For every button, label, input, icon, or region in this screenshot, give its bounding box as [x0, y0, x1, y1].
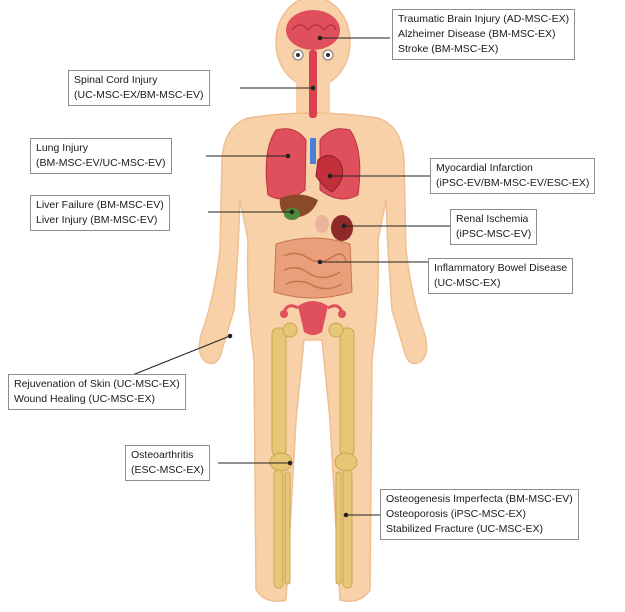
callout-heart-line-1: Myocardial Infarction — [436, 161, 589, 176]
callout-osteoarthritis-line-2: (ESC-MSC-EX) — [131, 463, 204, 478]
callout-bone-line-1: Osteogenesis Imperfecta (BM-MSC-EV) — [386, 492, 573, 507]
callout-bowel: Inflammatory Bowel Disease (UC-MSC-EX) — [428, 258, 573, 294]
callout-liver-line-2: Liver Injury (BM-MSC-EV) — [36, 213, 164, 228]
callout-lung-line-1: Lung Injury — [36, 141, 166, 156]
callout-liver-line-1: Liver Failure (BM-MSC-EV) — [36, 198, 164, 213]
callout-heart-line-2: (iPSC-EV/BM-MSC-EV/ESC-EX) — [436, 176, 589, 191]
callout-spinal-line-2: (UC-MSC-EX/BM-MSC-EV) — [74, 88, 204, 103]
callout-spinal-line-1: Spinal Cord Injury — [74, 73, 204, 88]
callout-lung-line-2: (BM-MSC-EV/UC-MSC-EV) — [36, 156, 166, 171]
callout-heart: Myocardial Infarction (iPSC-EV/BM-MSC-EV… — [430, 158, 595, 194]
callout-kidney-line-1: Renal Ischemia — [456, 212, 531, 227]
leg-bones — [270, 323, 357, 588]
callout-bone-line-2: Osteoporosis (iPSC-MSC-EX) — [386, 507, 573, 522]
intestines-organ — [274, 238, 352, 298]
callout-bone-line-3: Stabilized Fracture (UC-MSC-EX) — [386, 522, 573, 537]
callout-liver: Liver Failure (BM-MSC-EV) Liver Injury (… — [30, 195, 170, 231]
callout-kidney: Renal Ischemia (iPSC-MSC-EV) — [450, 209, 537, 245]
callout-kidney-line-2: (iPSC-MSC-EV) — [456, 227, 531, 242]
callout-skin: Rejuvenation of Skin (UC-MSC-EX) Wound H… — [8, 374, 186, 410]
spinal-cord — [309, 50, 317, 118]
callout-osteoarthritis-line-1: Osteoarthritis — [131, 448, 204, 463]
callout-skin-line-2: Wound Healing (UC-MSC-EX) — [14, 392, 180, 407]
callout-brain-line-3: Stroke (BM-MSC-EX) — [398, 42, 569, 57]
callout-osteoarthritis: Osteoarthritis (ESC-MSC-EX) — [125, 445, 210, 481]
callout-bone: Osteogenesis Imperfecta (BM-MSC-EV) Oste… — [380, 489, 579, 540]
callout-lung: Lung Injury (BM-MSC-EV/UC-MSC-EV) — [30, 138, 172, 174]
callout-skin-line-1: Rejuvenation of Skin (UC-MSC-EX) — [14, 377, 180, 392]
callout-bowel-line-2: (UC-MSC-EX) — [434, 276, 567, 291]
callout-bowel-line-1: Inflammatory Bowel Disease — [434, 261, 567, 276]
callout-brain-line-1: Traumatic Brain Injury (AD-MSC-EX) — [398, 12, 569, 27]
callout-brain: Traumatic Brain Injury (AD-MSC-EX) Alzhe… — [392, 9, 575, 60]
callout-spinal: Spinal Cord Injury (UC-MSC-EX/BM-MSC-EV) — [68, 70, 210, 106]
callout-brain-line-2: Alzheimer Disease (BM-MSC-EX) — [398, 27, 569, 42]
